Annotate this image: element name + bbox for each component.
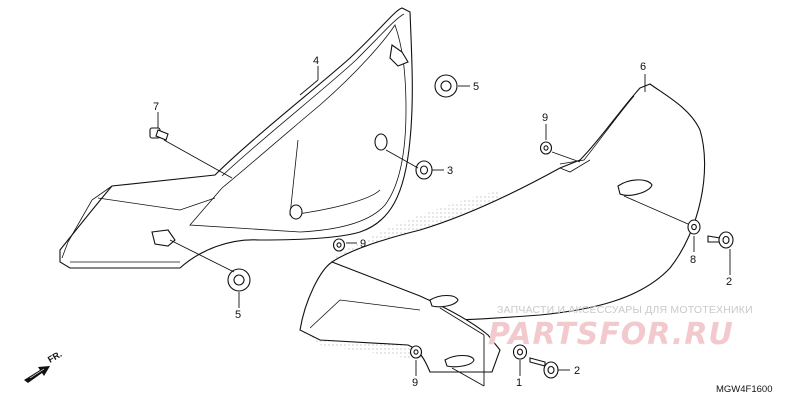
front-direction-label: FR. [46, 349, 64, 365]
callout-6: 6 [640, 61, 646, 73]
callout-5-upper: 5 [473, 81, 479, 93]
grommet-3 [415, 160, 433, 180]
callout-7: 7 [153, 101, 159, 113]
diagram-code: MGW4F1600 [716, 384, 773, 395]
washer-9-bottom [409, 345, 423, 359]
bolt-7 [149, 127, 169, 141]
watermark-brand: PARTSFOR.RU [488, 317, 734, 352]
callout-3: 3 [447, 165, 453, 177]
screw-2-right [707, 231, 734, 249]
callout-9-top: 9 [542, 112, 548, 124]
callout-2-bottom: 2 [574, 365, 580, 377]
callout-9-mid: 9 [360, 238, 366, 250]
grommet-5-upper [434, 74, 458, 98]
washer-9-mid [332, 238, 346, 252]
grommet-5-lower [227, 268, 251, 292]
callout-4: 4 [313, 55, 319, 67]
left-side-cover [59, 7, 413, 269]
watermark-tagline: ЗАПЧАСТИ И АКСЕССУАРЫ ДЛЯ МОТОТЕХНИКИ [497, 304, 753, 316]
washer-9-top [539, 141, 553, 155]
right-side-cover [299, 83, 706, 373]
screw-2-bottom [529, 357, 559, 379]
callout-1: 1 [516, 377, 522, 389]
callout-9-bottom: 9 [412, 377, 418, 389]
callout-2-right: 2 [726, 276, 732, 288]
callout-8: 8 [690, 254, 696, 266]
washer-8 [687, 219, 701, 235]
collar-1 [512, 344, 528, 360]
callout-5-lower: 5 [235, 309, 241, 321]
front-direction-arrow-icon [24, 366, 50, 383]
leader-lines [157, 66, 731, 387]
